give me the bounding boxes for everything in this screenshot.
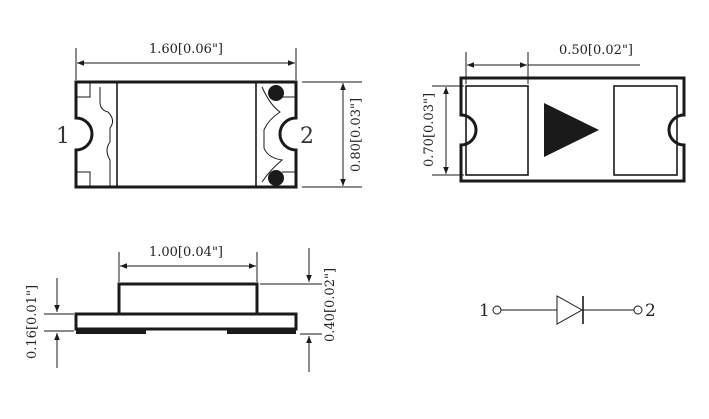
- top-view: 1 2 1.60[0.06"] 0.80[0.03"]: [56, 42, 364, 189]
- cathode-mark-top: [268, 85, 284, 101]
- top-width-dimension: 0.80[0.03"]: [349, 98, 364, 172]
- left-pad-detail: [76, 82, 114, 187]
- diode-schematic: 1 2: [479, 295, 656, 325]
- polarity-triangle-icon: [544, 103, 599, 157]
- right-pad-detail: [261, 86, 296, 183]
- side-pad-thickness-dimension: 0.16[0.01"]: [25, 285, 40, 359]
- side-right-terminal: [227, 329, 296, 334]
- schematic-terminal-2: [633, 305, 643, 315]
- side-height-dimension: 0.40[0.02"]: [323, 268, 338, 342]
- pin-2-label: 2: [300, 124, 314, 149]
- bottom-view: 0.50[0.02"] 0.70[0.03"]: [422, 43, 686, 183]
- pin-1-label: 1: [56, 124, 70, 149]
- cathode-mark-bottom: [268, 170, 284, 186]
- side-dome: [117, 282, 259, 316]
- schematic-terminal-1: [492, 305, 502, 315]
- schematic-pin-2: 2: [645, 301, 656, 321]
- side-left-terminal: [76, 329, 146, 334]
- bottom-right-pad: [613, 85, 678, 176]
- top-view-body-outline: [74, 80, 298, 189]
- right-pad-dimension: 0.50[0.02"]: [559, 43, 633, 58]
- right-height-dimension: 0.70[0.03"]: [422, 93, 437, 167]
- bottom-left-pad: [465, 85, 529, 176]
- schematic-pin-1: 1: [479, 301, 490, 321]
- bottom-view-body-outline: [459, 76, 686, 183]
- top-length-dimension: 1.60[0.06"]: [149, 42, 223, 57]
- diode-triangle-icon: [556, 295, 584, 325]
- side-substrate: [74, 312, 298, 331]
- side-view: 1.00[0.04"] 0.16[0.01"] 0.40[0.02"]: [25, 245, 338, 372]
- side-top-dimension: 1.00[0.04"]: [149, 245, 223, 260]
